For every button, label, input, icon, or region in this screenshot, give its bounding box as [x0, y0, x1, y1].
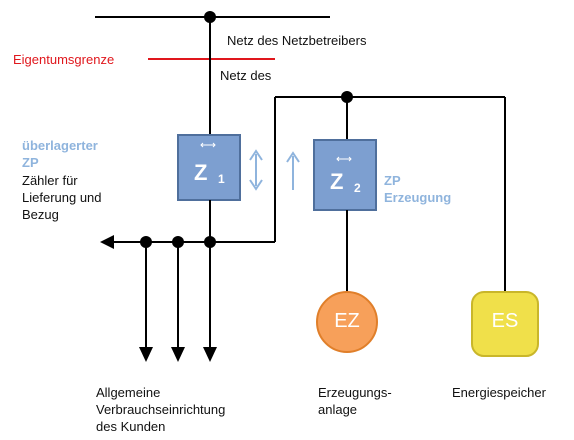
- storage-label: Energiespeicher: [452, 385, 546, 400]
- generation-zp-abbr: ZP: [384, 173, 401, 188]
- meter-z1: [177, 134, 241, 201]
- superimposed-zp-label: überlagerter: [22, 138, 98, 153]
- generation-zp-label: Erzeugung: [384, 190, 452, 205]
- consumer-arrow-3: [203, 347, 217, 362]
- generator-label-line2: anlage: [318, 402, 358, 417]
- superimposed-zp-abbr: ZP: [22, 155, 39, 170]
- storage-box: [471, 291, 539, 357]
- generator-node-label: EZ: [334, 310, 360, 332]
- meter-z1-letter: Z: [194, 160, 208, 185]
- consumer-label-line3: des Kunden: [96, 419, 166, 434]
- network-operator-label: Netz des Netzbetreibers: [227, 33, 367, 48]
- consumer-arrow-1: [139, 347, 153, 362]
- meter-description-line1: Zähler für: [22, 173, 78, 188]
- consumer-label-line1: Allgemeine: [96, 385, 161, 400]
- meter-z2: [313, 139, 377, 211]
- meter-description-line2: Lieferung und: [22, 190, 102, 205]
- generator-circle: [316, 291, 378, 353]
- ownership-boundary-label: Eigentumsgrenze: [13, 52, 115, 67]
- consumer-label-line2: Verbrauchseinrichtung: [96, 402, 226, 417]
- junction-consumer-1: [140, 236, 152, 248]
- meter-z2-letter: Z: [330, 169, 344, 194]
- meter-description-line3: Bezug: [22, 207, 59, 222]
- meter-z2-index: 2: [354, 181, 361, 195]
- junction-top: [204, 11, 216, 23]
- meter-z1-index: 1: [218, 172, 225, 186]
- consumer-bus-arrow: [100, 235, 114, 249]
- generator-label-line1: Erzeugungs-: [318, 385, 392, 400]
- storage-node-label: ES: [491, 310, 519, 332]
- consumer-arrow-2: [171, 347, 185, 362]
- junction-consumer-3: [204, 236, 216, 248]
- customer-network-label: Netz des: [220, 68, 272, 83]
- junction-consumer-2: [172, 236, 184, 248]
